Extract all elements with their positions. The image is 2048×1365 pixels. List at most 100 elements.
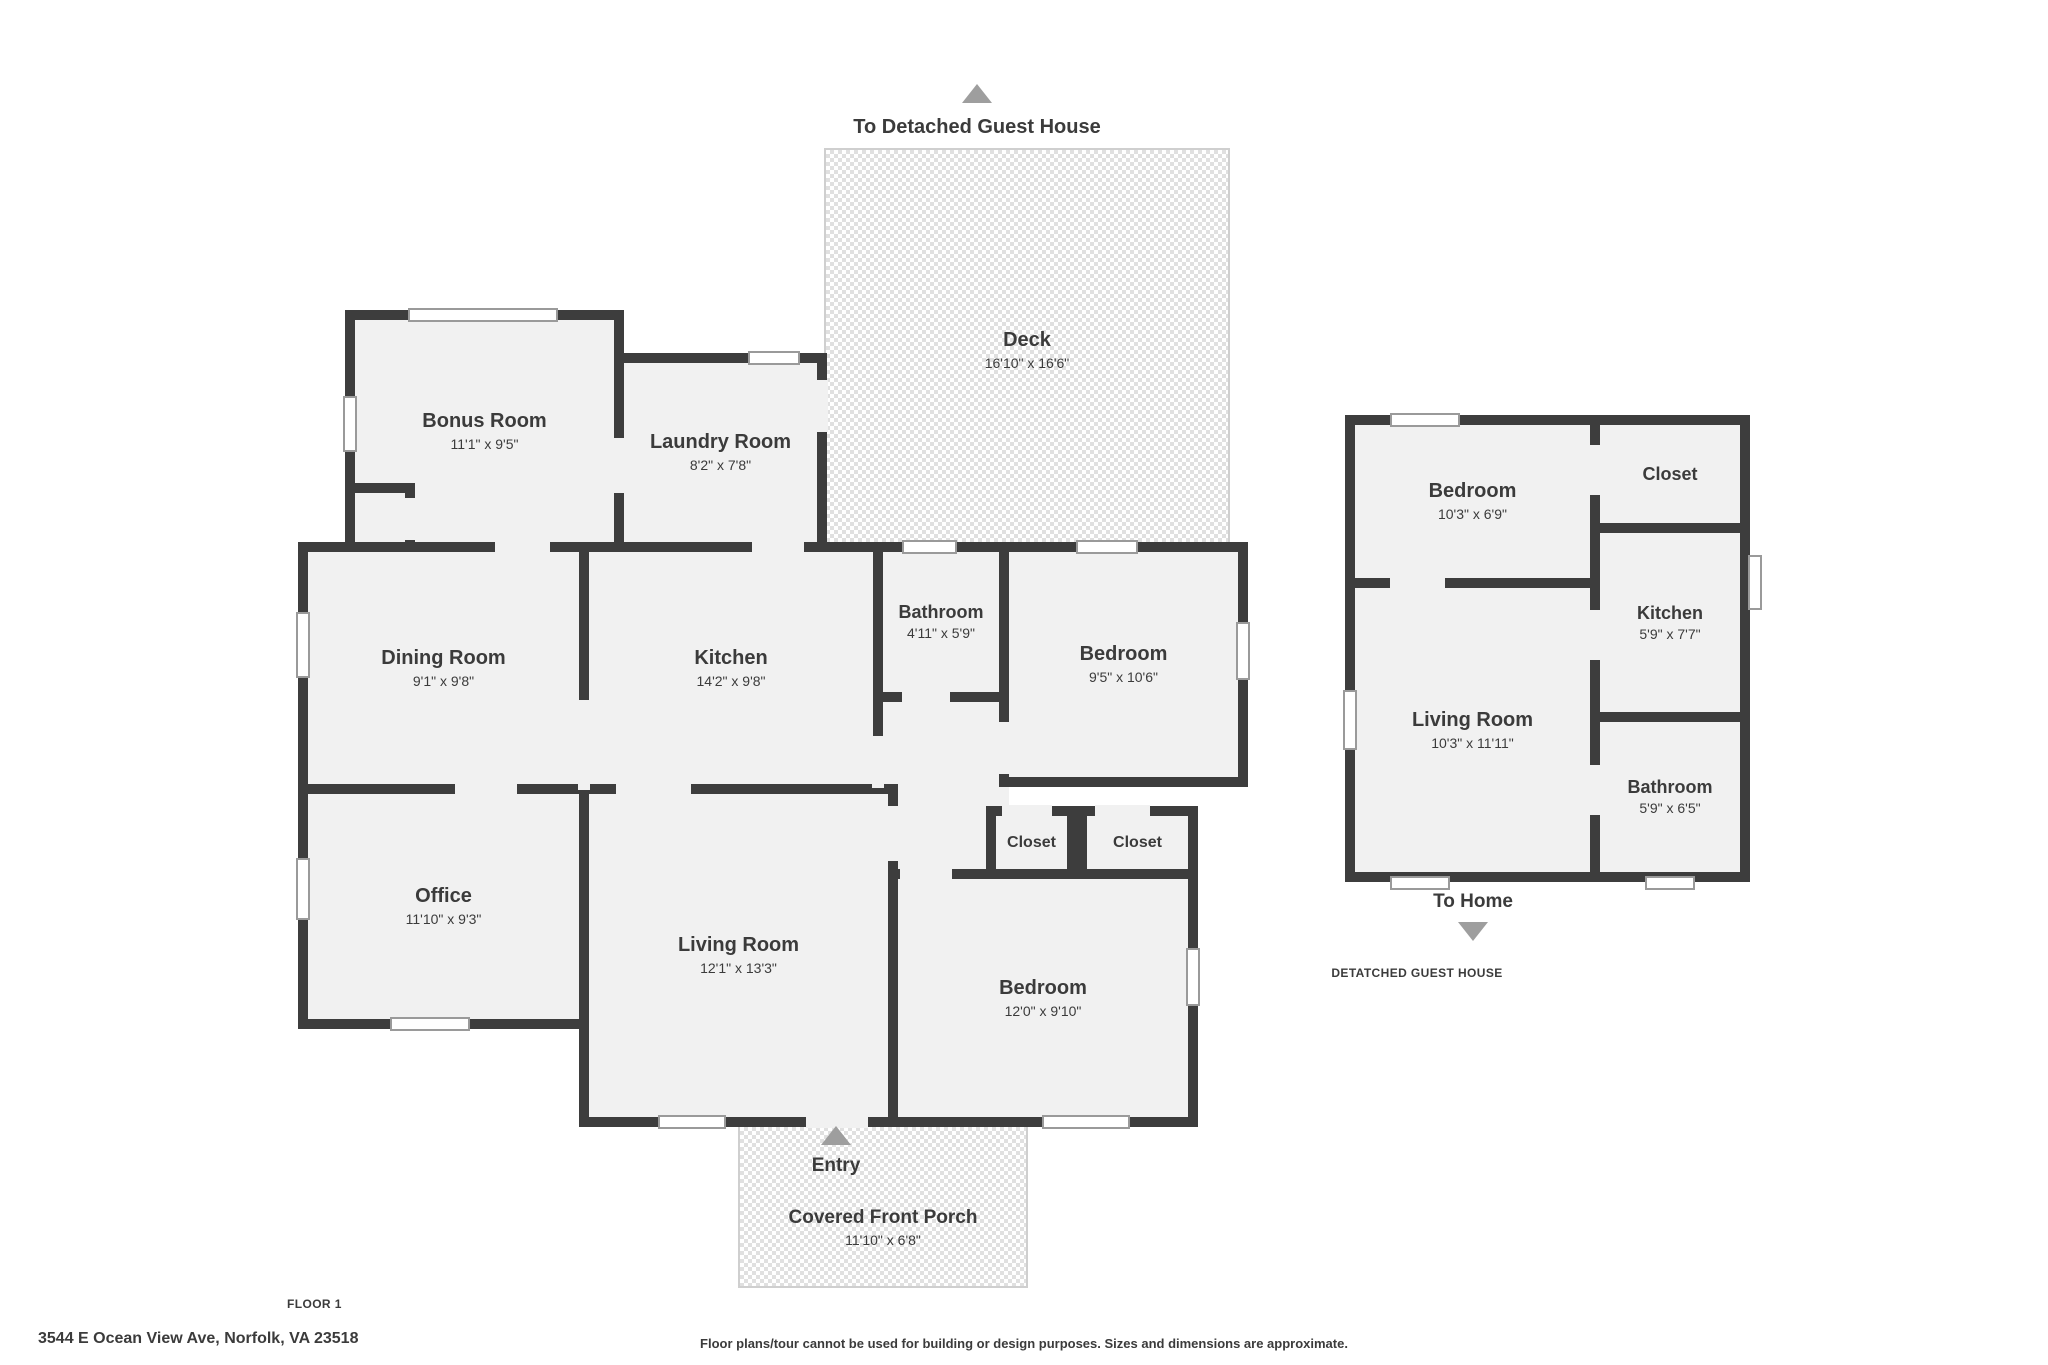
- door-opening: [1002, 805, 1052, 817]
- door-opening: [616, 783, 691, 795]
- room-name: Bathroom: [1627, 777, 1713, 798]
- room-label: Bathroom 5'9" x 6'5": [1628, 775, 1713, 819]
- to-guest-house-label: To Detached Guest House: [853, 116, 1101, 138]
- room-bathroom: Bathroom 4'11" x 5'9": [873, 542, 1009, 702]
- room-dimensions: 5'9" x 7'7": [1639, 625, 1701, 642]
- room-dimensions: 9'1" x 9'8": [412, 672, 475, 689]
- guest-room-living: Living Room 10'3" x 11'11": [1345, 578, 1600, 882]
- door-opening: [816, 380, 828, 432]
- door-opening: [1095, 805, 1150, 817]
- window-icon: [902, 540, 957, 554]
- room-label: Bedroom 10'3" x 6'9": [1429, 478, 1517, 525]
- room-label: Bedroom 12'0" x 9'10": [999, 975, 1087, 1022]
- room-dimensions: 12'0" x 9'10": [1004, 1002, 1082, 1019]
- window-icon: [390, 1017, 470, 1031]
- room-label: Office 11'10" x 9'3": [406, 883, 482, 930]
- disclaimer-text: Floor plans/tour cannot be used for buil…: [700, 1336, 1348, 1351]
- window-icon: [1390, 876, 1450, 890]
- room-label: Laundry Room 8'2" x 7'8": [650, 429, 791, 476]
- room-label: Living Room 10'3" x 11'11": [1412, 707, 1533, 754]
- room-office: Office 11'10" x 9'3": [298, 784, 589, 1029]
- room-bedroom-bottom: Bedroom 12'0" x 9'10": [888, 869, 1198, 1127]
- door-opening: [872, 736, 884, 788]
- deck-area: Deck 16'10" x 16'6": [824, 148, 1230, 552]
- room-label: Deck 16'10" x 16'6": [985, 327, 1070, 374]
- room-bedroom-right: Bedroom 9'5" x 10'6": [999, 542, 1248, 787]
- guest-room-closet: Closet: [1590, 415, 1750, 533]
- room-label: Bedroom 9'5" x 10'6": [1080, 641, 1168, 688]
- room-label: Bathroom 4'11" x 5'9": [899, 600, 984, 644]
- room-label: Closet: [1007, 832, 1056, 854]
- window-icon: [296, 858, 310, 920]
- window-icon: [408, 308, 558, 322]
- window-icon: [343, 396, 357, 452]
- window-icon: [1076, 540, 1138, 554]
- floor-label: FLOOR 1: [287, 1297, 342, 1311]
- room-label: Closet: [1642, 462, 1697, 486]
- room-name: Kitchen: [1636, 602, 1703, 623]
- room-laundry: Laundry Room 8'2" x 7'8": [614, 353, 827, 552]
- room-name: Living Room: [677, 934, 800, 957]
- door-opening: [900, 868, 952, 880]
- window-icon: [748, 351, 800, 365]
- door-opening: [1589, 610, 1601, 660]
- door-opening: [1390, 577, 1445, 589]
- door-opening: [495, 541, 550, 553]
- room-dimensions: 10'3" x 11'11": [1431, 734, 1514, 751]
- room-label: Kitchen 5'9" x 7'7": [1637, 601, 1703, 645]
- room-label: Closet: [1113, 832, 1162, 854]
- room-name: Dining Room: [381, 646, 506, 669]
- window-icon: [658, 1115, 726, 1129]
- room-name: Laundry Room: [649, 431, 792, 454]
- room-dimensions: 12'1" x 13'3": [700, 960, 777, 977]
- room-label: Kitchen 14'2" x 9'8": [694, 645, 767, 692]
- room-label: Living Room 12'1" x 13'3": [678, 932, 799, 979]
- address-label: 3544 E Ocean View Ave, Norfolk, VA 23518: [38, 1330, 359, 1347]
- to-home-label: To Home: [1433, 891, 1513, 912]
- to-home-arrow-icon: [1458, 922, 1488, 941]
- room-name: Living Room: [1411, 708, 1534, 731]
- guest-room-bathroom: Bathroom 5'9" x 6'5": [1590, 712, 1750, 882]
- room-bonus-nook: [345, 483, 415, 552]
- window-icon: [1236, 622, 1250, 680]
- door-opening: [887, 806, 899, 861]
- window-icon: [1343, 690, 1357, 750]
- door-opening: [998, 722, 1010, 774]
- room-dimensions: 9'5" x 10'6": [1088, 669, 1158, 686]
- front-porch-area: [738, 1117, 1028, 1288]
- door-opening: [752, 541, 804, 553]
- window-icon: [296, 612, 310, 678]
- entry-arrow-icon: [821, 1126, 851, 1145]
- window-icon: [1645, 876, 1695, 890]
- room-name: Bedroom: [1079, 643, 1168, 666]
- room-name: Closet: [1642, 463, 1698, 484]
- room-name: Bathroom: [898, 602, 984, 623]
- room-living: Living Room 12'1" x 13'3": [579, 784, 898, 1127]
- room-name: Kitchen: [694, 646, 768, 669]
- room-dimensions: 11'1" x 9'5": [450, 435, 519, 452]
- to-guest-house-arrow-icon: [962, 84, 992, 103]
- room-dimensions: 11'10" x 9'3": [405, 911, 482, 928]
- door-opening: [902, 691, 950, 703]
- room-dimensions: 11'10" x 6'8": [845, 1231, 921, 1248]
- room-dining: Dining Room 9'1" x 9'8": [298, 542, 589, 794]
- guest-room-kitchen: Kitchen 5'9" x 7'7": [1590, 523, 1750, 722]
- door-opening: [455, 783, 517, 795]
- room-dimensions: 14'2" x 9'8": [696, 672, 766, 689]
- door-opening: [613, 438, 625, 493]
- window-icon: [1042, 1115, 1130, 1129]
- guest-room-bedroom: Bedroom 10'3" x 6'9": [1345, 415, 1600, 588]
- front-porch-label: Covered Front Porch 11'10" x 6'8": [738, 1205, 1028, 1250]
- room-name: Bedroom: [999, 976, 1087, 999]
- room-label: Dining Room 9'1" x 9'8": [381, 645, 505, 692]
- guest-house-caption: DETATCHED GUEST HOUSE: [1331, 966, 1503, 980]
- room-name: Bonus Room: [422, 409, 547, 432]
- room-name: Bedroom: [1428, 480, 1517, 503]
- room-name: Covered Front Porch: [788, 1207, 978, 1228]
- room-name: Office: [415, 885, 472, 908]
- room-dimensions: 5'9" x 6'5": [1639, 800, 1701, 817]
- door-opening: [578, 700, 590, 790]
- window-icon: [1390, 413, 1460, 427]
- room-dimensions: 10'3" x 6'9": [1437, 506, 1507, 523]
